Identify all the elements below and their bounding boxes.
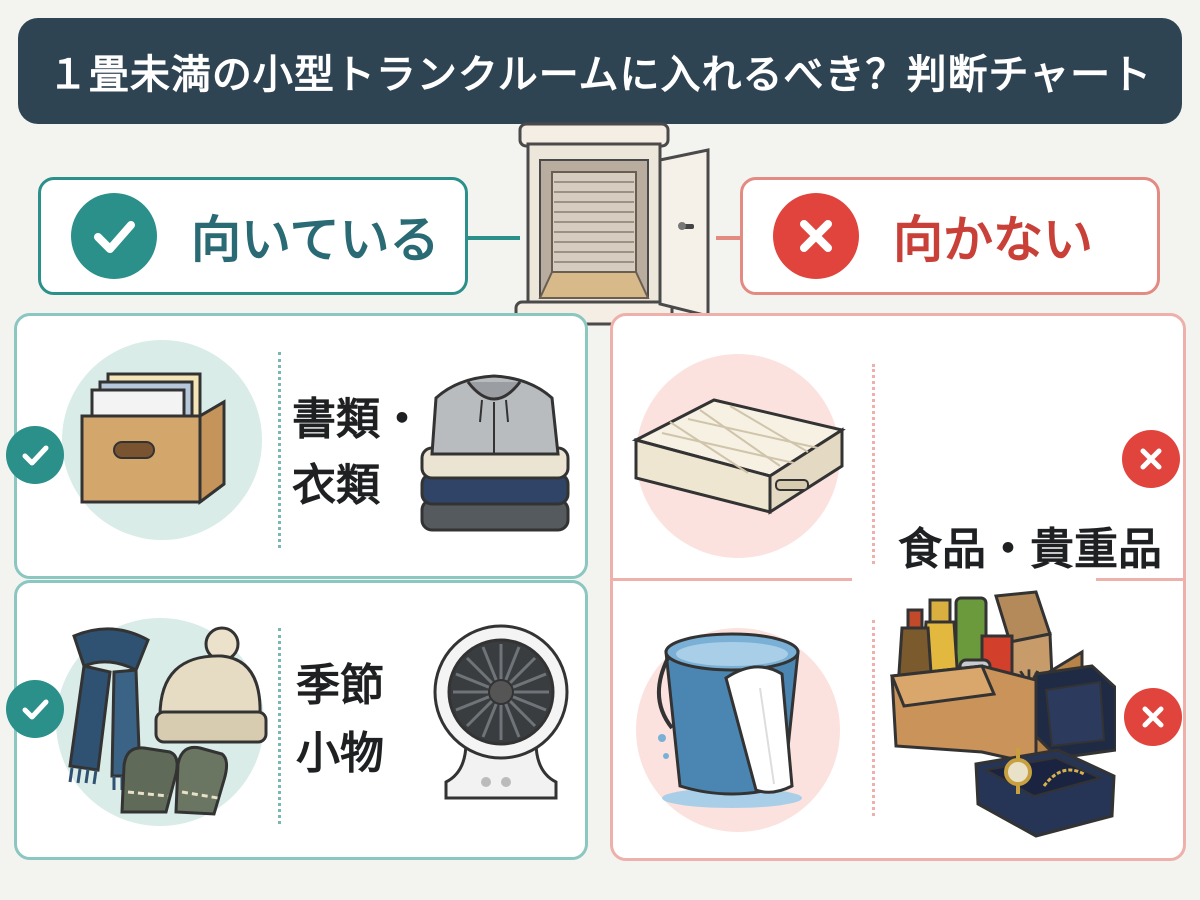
food-box-icon: 米 bbox=[889, 590, 1084, 768]
jewelry-box-icon bbox=[974, 664, 1118, 838]
check-badge-icon bbox=[6, 680, 64, 738]
title-bar: １畳未満の小型トランクルームに入れるべき？判断チャート bbox=[18, 18, 1182, 124]
gloves-icon bbox=[120, 745, 229, 816]
item-label-documents-line1: 書類・ bbox=[292, 394, 424, 445]
item-label-seasonal-line1: 季節 bbox=[296, 660, 384, 711]
item-label-documents-line2: 衣類 bbox=[292, 460, 380, 511]
suitable-header: 向いている bbox=[38, 177, 468, 295]
cross-badge-icon bbox=[1122, 430, 1180, 488]
winter-accessories-icon bbox=[52, 616, 274, 824]
circulator-fan-icon bbox=[426, 622, 576, 808]
suitable-label: 向いている bbox=[191, 211, 440, 269]
panel-divider bbox=[612, 578, 852, 581]
knit-hat-icon bbox=[154, 626, 268, 744]
suitable-connector bbox=[468, 236, 520, 240]
bucket-towel-icon bbox=[656, 618, 814, 810]
unsuitable-header: 向かない bbox=[740, 177, 1160, 295]
panel-divider bbox=[1096, 578, 1184, 581]
dotted-divider bbox=[278, 628, 281, 824]
page-title: １畳未満の小型トランクルームに入れるべき？判断チャート bbox=[47, 52, 1153, 98]
item-label-food-valuables: 食品・貴重品 bbox=[898, 524, 1162, 575]
food-valuables-icon: 米 bbox=[886, 590, 1118, 842]
cross-icon bbox=[773, 193, 859, 279]
unsuitable-label: 向かない bbox=[893, 211, 1093, 269]
cross-badge-icon bbox=[1124, 688, 1182, 746]
check-badge-icon bbox=[6, 426, 64, 484]
check-icon bbox=[71, 193, 157, 279]
item-label-seasonal-line2: 小物 bbox=[296, 728, 384, 779]
dotted-divider bbox=[872, 364, 875, 564]
dotted-divider bbox=[278, 352, 281, 548]
mattress-icon bbox=[630, 386, 848, 526]
dotted-divider bbox=[872, 620, 875, 816]
unsuitable-connector bbox=[716, 236, 740, 240]
hoodie-stack-icon bbox=[418, 368, 578, 538]
storage-unit-icon bbox=[512, 120, 722, 332]
document-box-icon bbox=[74, 360, 250, 520]
